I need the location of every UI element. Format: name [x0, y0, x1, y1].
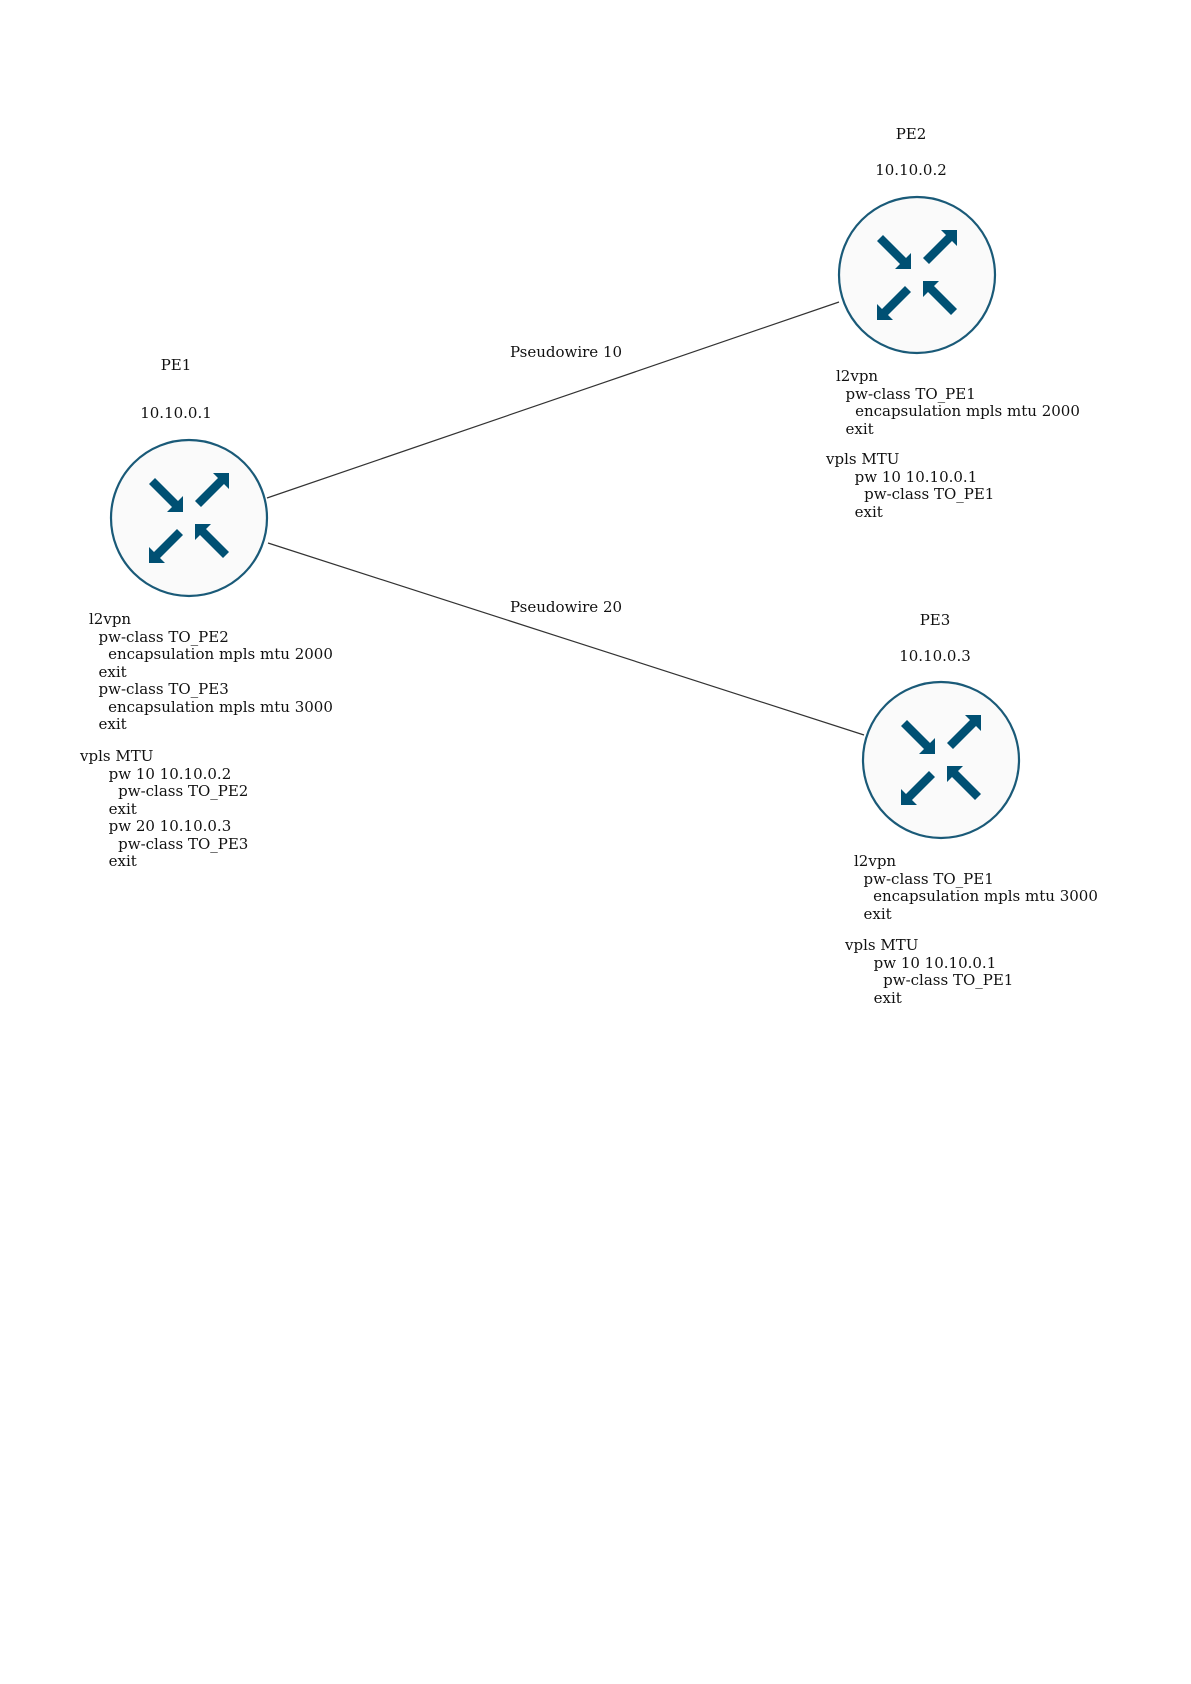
node-ip-pe3: 10.10.0.3: [899, 647, 971, 665]
router-pe1[interactable]: [109, 438, 269, 598]
node-ip-pe1: 10.10.0.1: [140, 404, 212, 422]
config-vpls-pe2: vpls MTU pw 10 10.10.0.1 pw-class TO_PE1…: [826, 450, 995, 521]
config-l2vpn-pe1: l2vpn pw-class TO_PE2 encapsulation mpls…: [89, 610, 333, 733]
node-name-pe3: PE3: [919, 611, 951, 629]
config-vpls-pe1: vpls MTU pw 10 10.10.0.2 pw-class TO_PE2…: [80, 747, 249, 870]
config-l2vpn-pe3: l2vpn pw-class TO_PE1 encapsulation mpls…: [854, 852, 1098, 923]
node-name-pe1: PE1: [160, 356, 192, 374]
node-name-pe2: PE2: [895, 125, 927, 143]
link-label-pseudowire-10: Pseudowire 10: [509, 343, 623, 361]
config-l2vpn-pe2: l2vpn pw-class TO_PE1 encapsulation mpls…: [836, 367, 1080, 438]
config-vpls-pe3: vpls MTU pw 10 10.10.0.1 pw-class TO_PE1…: [845, 936, 1014, 1007]
router-pe2[interactable]: [837, 195, 997, 355]
link-label-pseudowire-20: Pseudowire 20: [509, 598, 623, 616]
link-pseudowire-10: [266, 301, 840, 499]
link-pseudowire-20: [267, 542, 865, 736]
node-ip-pe2: 10.10.0.2: [875, 161, 947, 179]
router-pe3[interactable]: [861, 680, 1021, 840]
